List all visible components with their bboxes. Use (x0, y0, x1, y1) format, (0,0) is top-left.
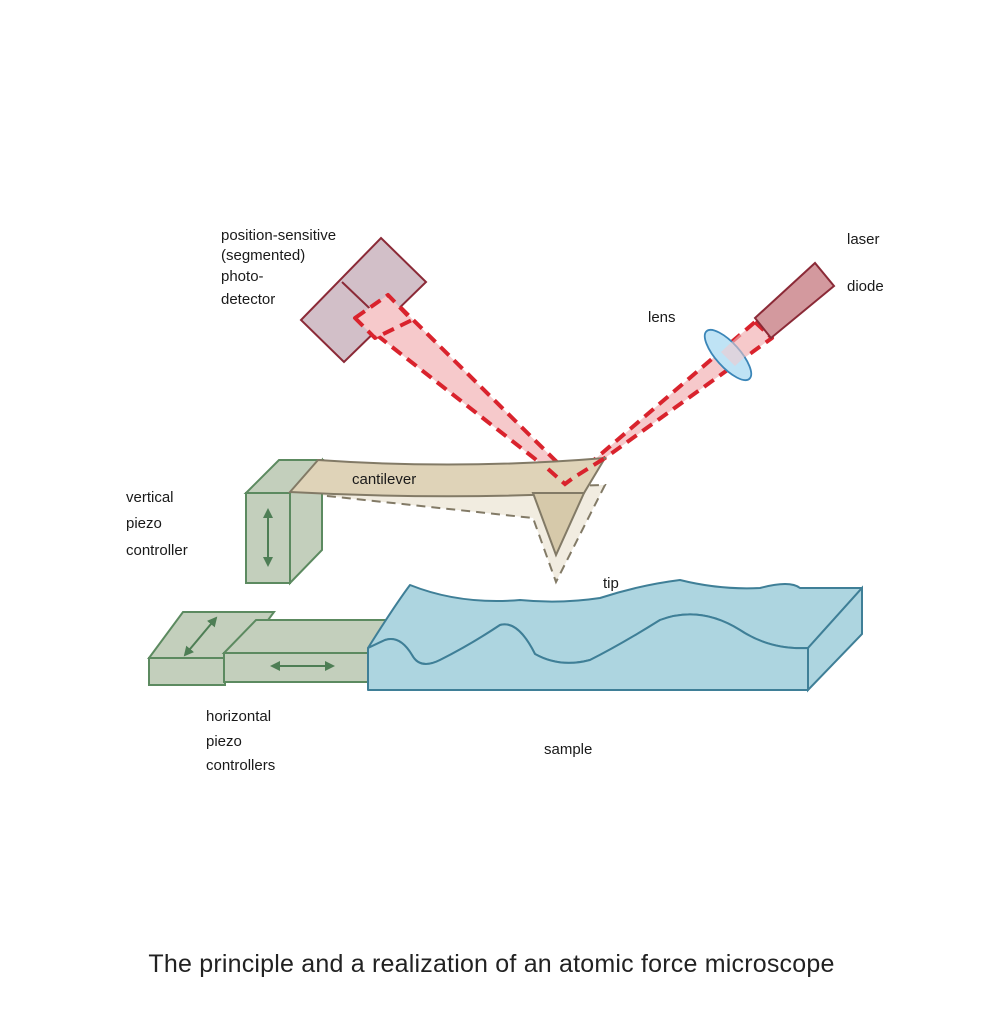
label-photodetector-line2: (segmented) (221, 247, 305, 264)
label-photodetector-line3: photo- (221, 268, 264, 285)
sample-front-face (367, 613, 809, 691)
photodetector-body (299, 236, 428, 364)
cantilever-beam (287, 456, 607, 498)
tip-shape (531, 492, 586, 558)
vertical-piezo-controller (243, 457, 325, 586)
horizontal-piezo-1-front (148, 657, 226, 686)
label-cantilever: cantilever (352, 471, 416, 488)
label-vertical-piezo-line1: vertical (126, 489, 174, 506)
label-vertical-piezo-line3: controller (126, 542, 188, 559)
label-horizontal-piezo-line1: horizontal (206, 708, 271, 725)
beam-through-lens (721, 334, 754, 366)
label-tip: tip (603, 575, 619, 592)
cantilever (287, 456, 607, 558)
horizontal-piezo-controllers (147, 611, 403, 686)
laser-diode (753, 261, 836, 340)
label-diode: diode (847, 278, 884, 295)
laser-beam (353, 293, 774, 480)
label-vertical-piezo-line2: piezo (126, 515, 162, 532)
label-laser: laser (847, 231, 880, 248)
diagonal-arrow-icon (183, 616, 218, 657)
horizontal-piezo-2-front (223, 652, 369, 683)
label-photodetector-line4: detector (221, 291, 275, 308)
label-sample: sample (544, 741, 592, 758)
label-horizontal-piezo-line2: piezo (206, 733, 242, 750)
label-horizontal-piezo-line3: controllers (206, 757, 275, 774)
label-lens: lens (648, 309, 676, 326)
label-photodetector-line1: position-sensitive (221, 227, 336, 244)
beam-spot-on-detector (353, 293, 414, 340)
figure-caption: The principle and a realization of an at… (148, 950, 835, 978)
beam-reflection-point (546, 456, 607, 487)
sample (367, 579, 863, 693)
